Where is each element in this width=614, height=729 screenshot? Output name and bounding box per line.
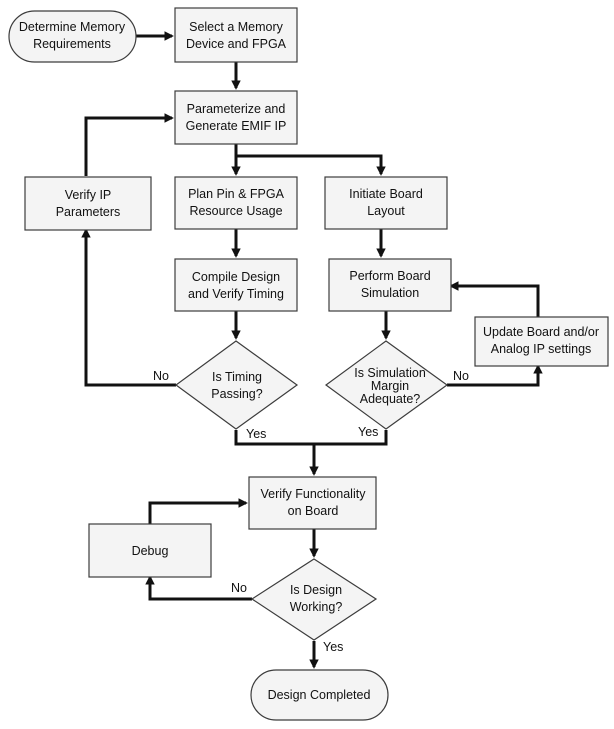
edge-timing-no-to-verify-ip — [81, 228, 176, 387]
node-parameterize-generate-emif-ip: Parameterize and Generate EMIF IP — [174, 90, 298, 145]
node-label-line: Adequate? — [360, 392, 421, 406]
edge-debug-to-verify-func — [148, 498, 248, 524]
node-label-line: Parameters — [56, 205, 121, 219]
node-compile-design-verify-timing: Compile Design and Verify Timing — [174, 258, 298, 312]
decision-is-design-working: Is Design Working? — [250, 558, 378, 641]
node-label-line: Layout — [367, 204, 405, 218]
edge-timing-yes-merge — [234, 430, 314, 446]
node-label-line: Analog IP settings — [491, 342, 592, 356]
node-label-line: Simulation — [361, 286, 419, 300]
node-label-line: Select a Memory — [189, 20, 284, 34]
node-design-completed: Design Completed — [250, 669, 389, 721]
node-label-line: Parameterize and — [187, 102, 286, 116]
node-label-line: Update Board and/or — [483, 325, 599, 339]
edge-label-timing-no: No — [153, 369, 169, 383]
node-label-line: and Verify Timing — [188, 287, 284, 301]
edge-verify-ip-to-param — [84, 113, 174, 176]
node-plan-pin-fpga-resource: Plan Pin & FPGA Resource Usage — [174, 176, 298, 230]
edge-param-to-initiate — [236, 154, 386, 176]
node-label-line: Requirements — [33, 37, 111, 51]
edges — [81, 31, 543, 669]
node-determine-memory-requirements: Determine Memory Requirements — [8, 10, 137, 63]
node-debug: Debug — [88, 523, 212, 578]
node-label-line: Working? — [290, 600, 343, 614]
node-verify-ip-parameters: Verify IP Parameters — [24, 176, 152, 231]
node-label-line: Resource Usage — [189, 204, 282, 218]
node-initiate-board-layout: Initiate Board Layout — [324, 176, 448, 230]
node-label-line: Is Design — [290, 583, 342, 597]
node-label-line: Verify IP — [65, 188, 112, 202]
edge-label-sim-yes: Yes — [358, 425, 378, 439]
node-label-line: Compile Design — [192, 270, 280, 284]
node-update-board-analog-ip: Update Board and/or Analog IP settings — [474, 316, 609, 367]
node-label-line: Is Timing — [212, 370, 262, 384]
node-label-line: Design Completed — [268, 688, 371, 702]
edge-sim-yes-merge — [314, 430, 388, 446]
node-label-line: Determine Memory — [19, 20, 126, 34]
node-label-line: Passing? — [211, 387, 262, 401]
node-label-line: Initiate Board — [349, 187, 423, 201]
node-label-line: Debug — [132, 544, 169, 558]
node-label-line: Plan Pin & FPGA — [188, 187, 285, 201]
edge-label-sim-no: No — [453, 369, 469, 383]
edge-working-no-to-debug — [145, 575, 252, 601]
node-select-memory-device: Select a Memory Device and FPGA — [174, 7, 298, 63]
node-label-line: Verify Functionality — [261, 487, 367, 501]
node-label-line: Is Simulation — [354, 366, 426, 380]
node-label-line: Perform Board — [349, 269, 430, 283]
node-verify-functionality-on-board: Verify Functionality on Board — [248, 476, 377, 530]
decision-is-timing-passing: Is Timing Passing? — [174, 340, 299, 430]
node-label-line: Margin — [371, 379, 409, 393]
decision-is-simulation-margin-adequate: Is Simulation Margin Adequate? — [324, 340, 449, 430]
edge-label-timing-yes: Yes — [246, 427, 266, 441]
edge-sim-no-to-update — [447, 364, 543, 387]
edge-label-working-yes: Yes — [323, 640, 343, 654]
node-label-line: on Board — [288, 504, 339, 518]
edge-label-working-no: No — [231, 581, 247, 595]
node-label-line: Device and FPGA — [186, 37, 287, 51]
edge-update-to-perform — [449, 281, 540, 317]
node-label-line: Generate EMIF IP — [186, 119, 287, 133]
nodes: Determine Memory Requirements Select a M… — [8, 7, 609, 721]
node-perform-board-simulation: Perform Board Simulation — [328, 258, 452, 312]
edge-labels: No Yes No Yes No Yes — [153, 369, 469, 654]
